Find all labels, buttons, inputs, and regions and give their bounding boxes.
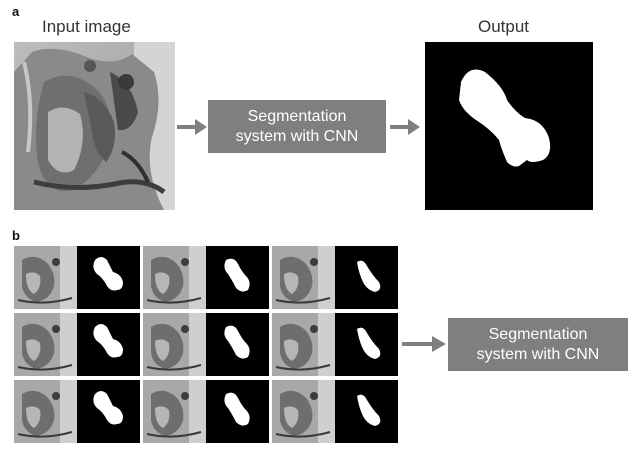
- segmentation-cnn-box-b: Segmentation system with CNN: [448, 318, 628, 371]
- grid-row: [14, 380, 399, 443]
- mri-slice-image: [14, 246, 77, 309]
- mri-slice-image: [272, 380, 335, 443]
- mask-slice-image: [206, 380, 269, 443]
- mask-slice-image: [335, 246, 398, 309]
- mri-slice-image: [143, 246, 206, 309]
- mask-slice-image: [335, 313, 398, 376]
- segmentation-cnn-box: Segmentation system with CNN: [208, 100, 386, 153]
- process-line-1: Segmentation: [247, 107, 347, 125]
- panel-a-label: a: [12, 4, 20, 19]
- input-mri-image: [14, 42, 175, 210]
- mri-slice-image: [14, 313, 77, 376]
- output-caption: Output: [478, 17, 530, 36]
- input-image-caption: Input image: [42, 17, 131, 36]
- training-image-grid: [14, 246, 399, 446]
- mask-slice-image: [335, 380, 398, 443]
- mri-slice-image: [143, 313, 206, 376]
- grid-row: [14, 313, 399, 376]
- output-mask-image: [425, 42, 593, 210]
- grid-row: [14, 246, 399, 309]
- mask-slice-image: [77, 313, 140, 376]
- mask-slice-image: [77, 380, 140, 443]
- mri-slice-image: [272, 246, 335, 309]
- mri-slice-image: [14, 380, 77, 443]
- arrow-right-icon: [177, 119, 207, 135]
- mri-slice-image: [143, 380, 206, 443]
- arrow-right-icon: [390, 119, 420, 135]
- mask-slice-image: [206, 313, 269, 376]
- mri-slice-image: [272, 313, 335, 376]
- process-line-2: system with CNN: [235, 127, 359, 145]
- process-line-2-b: system with CNN: [476, 345, 600, 363]
- panel-b-label: b: [12, 228, 20, 243]
- mask-slice-image: [206, 246, 269, 309]
- arrow-right-icon: [402, 336, 446, 352]
- process-line-1-b: Segmentation: [488, 325, 588, 343]
- mask-slice-image: [77, 246, 140, 309]
